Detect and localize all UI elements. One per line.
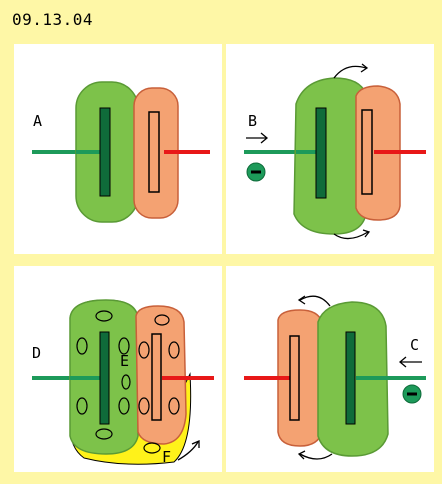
curved-arrow-icon — [138, 397, 150, 415]
arrow-head — [297, 295, 306, 305]
curved-arrow-icon — [168, 397, 180, 415]
panel-a: A — [14, 44, 222, 254]
green-bar — [99, 107, 111, 197]
curved-arrow-icon — [333, 231, 369, 240]
curved-arrow-icon — [138, 341, 150, 359]
green-bar — [315, 107, 327, 199]
green-bar — [99, 331, 110, 425]
arrow-head — [191, 440, 200, 448]
label-e: E — [120, 352, 129, 370]
label-b: B — [248, 112, 257, 130]
curved-arrow-icon — [95, 428, 113, 440]
arrow-head — [362, 229, 371, 238]
label-c: C — [410, 336, 419, 354]
curved-arrow-icon — [143, 442, 161, 454]
panel-d-drawing: D E F — [32, 299, 214, 466]
arrow-head — [360, 63, 369, 73]
curved-arrow-icon — [118, 337, 130, 355]
panel-b-drawing: B — [244, 63, 426, 240]
orange-bar — [148, 111, 160, 193]
curved-arrow-icon — [121, 374, 131, 390]
minus-sign — [251, 170, 261, 174]
curved-arrow-icon — [333, 65, 367, 79]
curved-arrow-icon — [299, 295, 331, 307]
vortex-icons — [76, 310, 180, 454]
date-title: 09.13.04 — [12, 10, 94, 29]
curved-arrow-icon — [168, 341, 180, 359]
panel-c-drawing: C — [244, 295, 426, 460]
curved-arrow-icon — [177, 441, 199, 461]
orange-bar — [289, 335, 300, 421]
arrow-head — [297, 450, 306, 460]
label-a: A — [33, 112, 42, 130]
arrow-head — [260, 132, 269, 144]
curved-arrow-icon — [154, 314, 170, 326]
curved-arrow-icon — [95, 310, 113, 322]
green-bar — [345, 331, 356, 425]
arrow-head — [398, 356, 407, 368]
orange-bar — [361, 109, 373, 195]
curved-arrow-icon — [299, 453, 333, 460]
label-d: D — [32, 344, 41, 362]
label-f: F — [162, 448, 171, 466]
panel-d: D E F — [14, 266, 222, 472]
curved-arrow-icon — [118, 397, 130, 415]
orange-bar — [151, 333, 162, 421]
green-blob — [293, 77, 367, 235]
minus-sign — [407, 392, 417, 396]
curved-arrow-icon — [76, 337, 88, 355]
curved-arrow-icon — [76, 397, 88, 415]
panel-b: B — [226, 44, 434, 254]
panel-c: C — [226, 266, 434, 472]
panel-a-drawing: A — [32, 81, 210, 223]
